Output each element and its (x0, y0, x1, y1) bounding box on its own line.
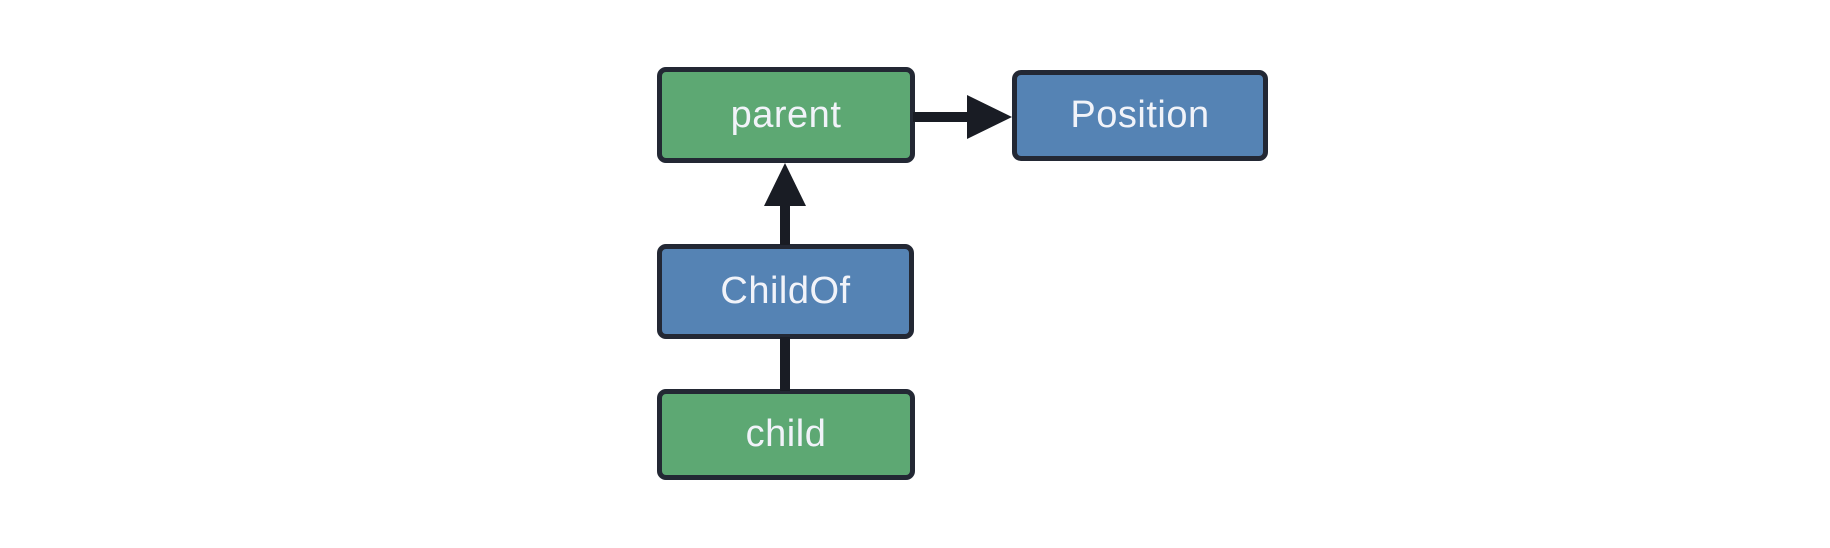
node-childof-label: ChildOf (720, 270, 851, 312)
node-parent-label: parent (730, 93, 842, 136)
node-position: Position (1012, 70, 1268, 161)
edge-childof-to-parent-shaft (780, 205, 790, 245)
node-child-label: child (745, 413, 827, 455)
node-position-label: Position (1070, 94, 1210, 136)
arrowhead-up-icon (764, 163, 806, 206)
node-childof: ChildOf (657, 244, 914, 339)
edge-child-to-childof-line (780, 337, 790, 391)
node-parent: parent (657, 67, 915, 163)
edge-parent-to-position-shaft (913, 112, 969, 122)
node-child: child (657, 389, 915, 480)
arrowhead-right-icon (967, 95, 1012, 139)
